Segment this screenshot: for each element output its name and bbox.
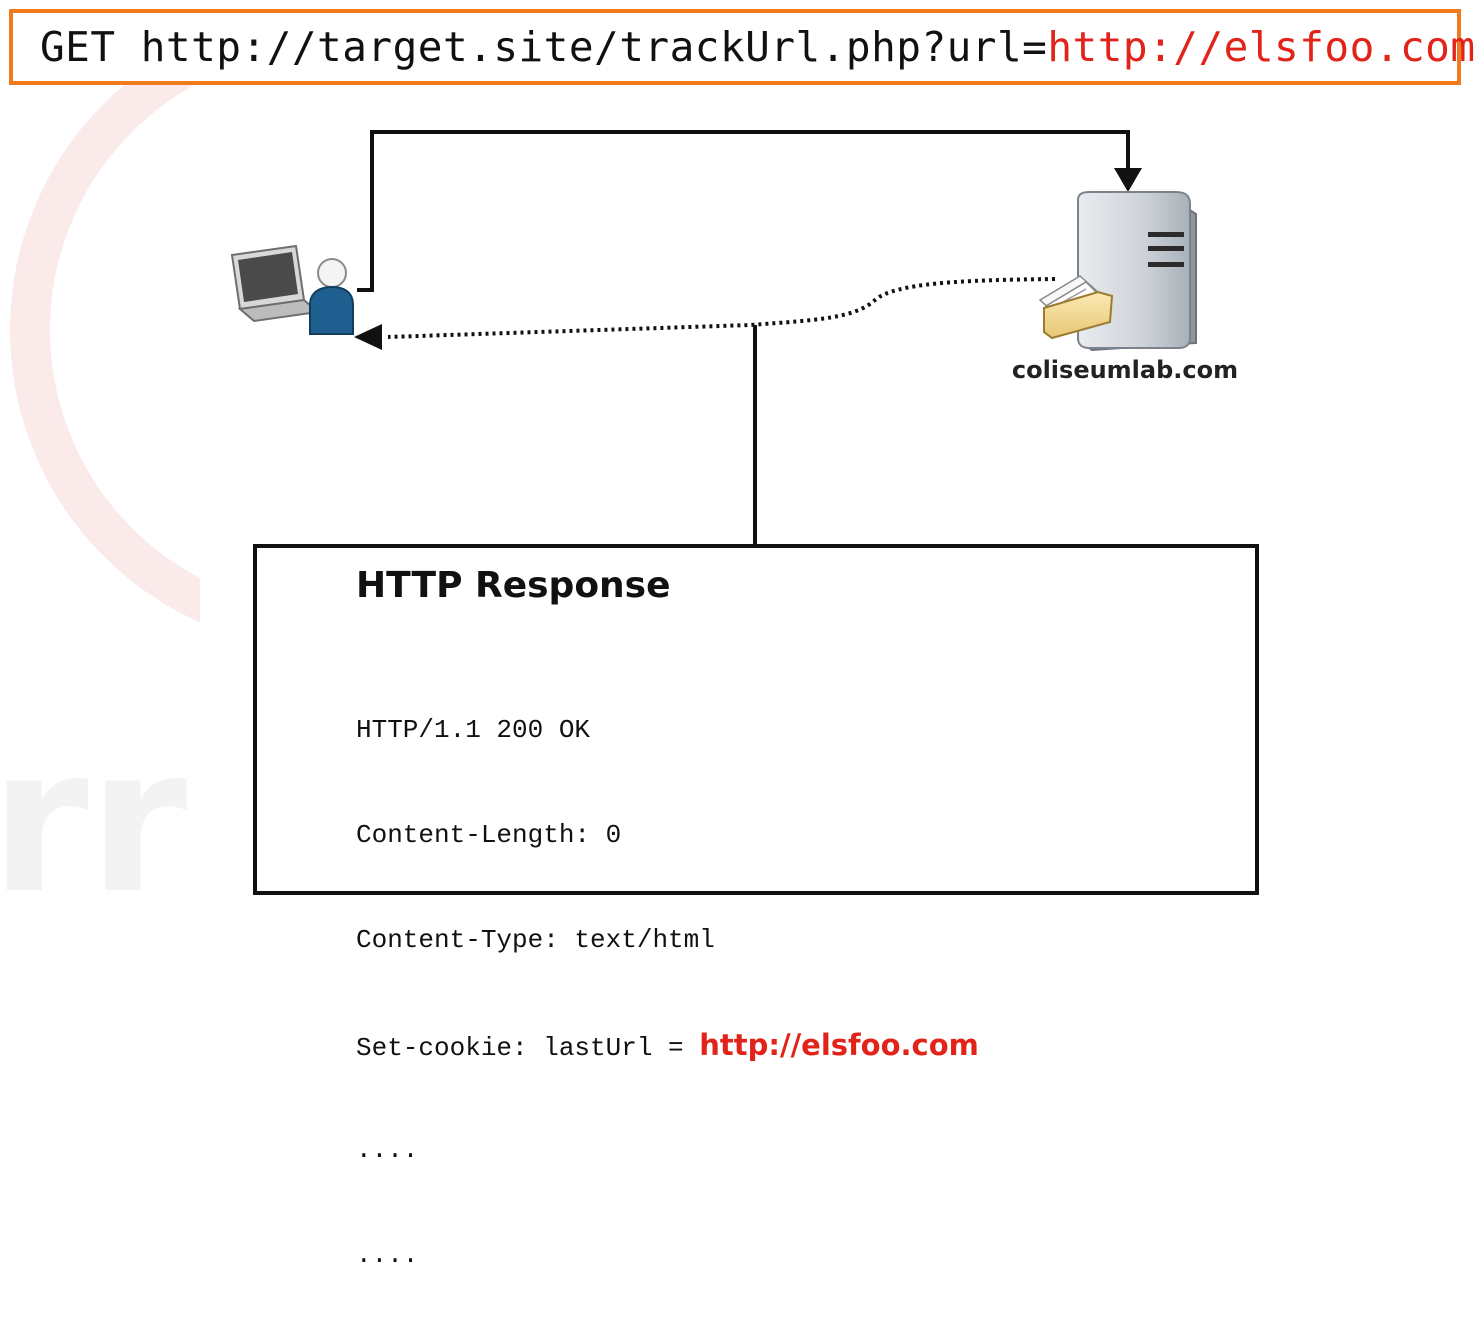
http-response-box: HTTP Response HTTP/1.1 200 OK Content-Le…: [253, 544, 1259, 1270]
request-arrowhead: [1114, 168, 1142, 192]
status-line: HTTP/1.1 200 OK: [356, 715, 591, 745]
response-title: HTTP Response: [356, 565, 671, 606]
ellipsis-line: ....: [356, 1240, 419, 1270]
content-type-line: Content-Type: text/html: [356, 925, 715, 955]
set-cookie-line: Set-cookie: lastUrl = http://elsfoo.com: [356, 1028, 979, 1063]
user-icon: [309, 258, 354, 335]
set-cookie-prefix: Set-cookie: lastUrl =: [356, 1033, 700, 1063]
request-url-param: http://elsfoo.com: [1047, 23, 1474, 71]
set-cookie-value: http://elsfoo.com: [699, 1028, 979, 1062]
ellipsis-line: ....: [356, 1135, 419, 1165]
flow-diagram: [230, 130, 1197, 544]
response-headers: HTTP/1.1 200 OK Content-Length: 0 Conten…: [356, 643, 979, 1343]
request-arrow: [357, 130, 1130, 292]
laptop-icon: [230, 244, 321, 323]
content-length-line: Content-Length: 0: [356, 820, 622, 850]
request-line: GET http://target.site/trackUrl.php?url=: [40, 23, 1048, 71]
folder-icon: [1038, 275, 1114, 340]
response-arrowhead: [354, 324, 382, 350]
server-hostname-label: coliseumlab.com: [1011, 356, 1239, 384]
http-request-bar: GET http://target.site/trackUrl.php?url=…: [9, 9, 1474, 85]
response-arrow: [387, 277, 1056, 339]
